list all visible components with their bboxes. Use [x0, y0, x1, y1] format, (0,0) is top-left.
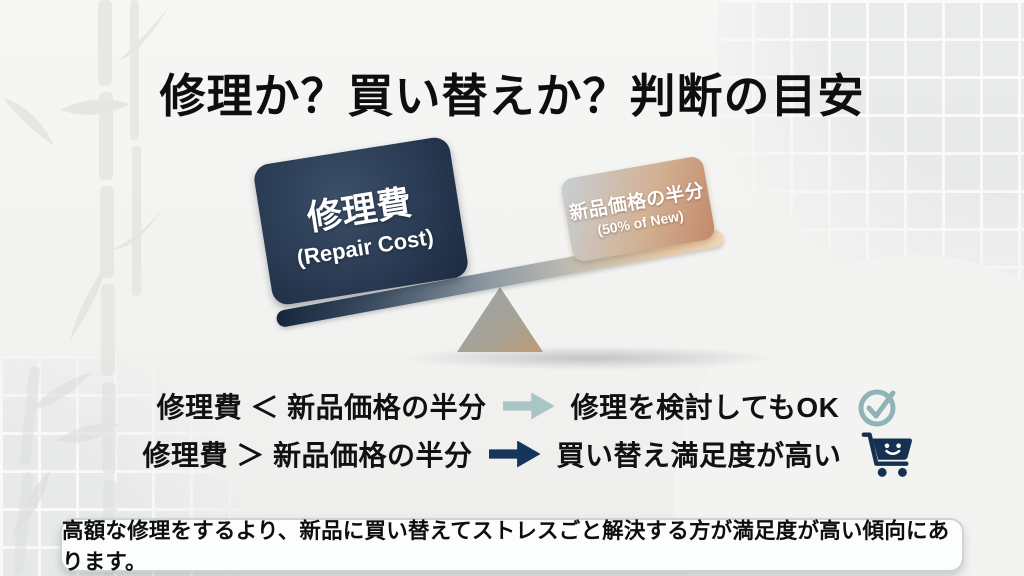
right-arrow-icon: [502, 392, 555, 420]
rule2-result: 買い替え満足度が高い: [556, 440, 842, 471]
half-new-price-label: 新品価格の半分: [567, 180, 706, 225]
page-title: 修理か？買い替えか？判断の目安: [159, 70, 865, 122]
rule1-condition: 修理費 ＜ 新品価格の半分: [156, 392, 487, 423]
half-new-price-sublabel: (50% of New): [596, 207, 685, 239]
repair-cost-weight: 修理費 (Repair Cost): [252, 135, 470, 307]
seesaw-beam: [275, 228, 725, 329]
rule-row-repair-ok: 修理費 ＜ 新品価格の半分 修理を検討してもOK: [0, 383, 1024, 429]
rule-row-replace-better: 修理費 ＞ 新品価格の半分 買い替え満足度が高い: [0, 431, 1024, 477]
half-new-price-weight: 新品価格の半分 (50% of New): [559, 155, 717, 263]
repair-cost-label: 修理費: [304, 182, 415, 238]
check-circle-icon: [855, 383, 901, 429]
rule1-result: 修理を検討してもOK: [570, 392, 840, 423]
footer-note-text: 高額な修理をするより、新品に買い替えてストレスごと解決する方が満足度が高い傾向に…: [62, 519, 950, 574]
rule2-condition: 修理費 ＞ 新品価格の半分: [142, 440, 473, 471]
footer-note-banner: 高額な修理をするより、新品に買い替えてストレスごと解決する方が満足度が高い傾向に…: [60, 518, 964, 574]
grid-pattern-top-right: [714, 0, 1024, 310]
shopping-cart-icon: [858, 428, 916, 480]
seesaw-fulcrum: [457, 287, 543, 352]
right-arrow-icon: [488, 440, 541, 468]
repair-cost-sublabel: (Repair Cost): [294, 223, 436, 270]
